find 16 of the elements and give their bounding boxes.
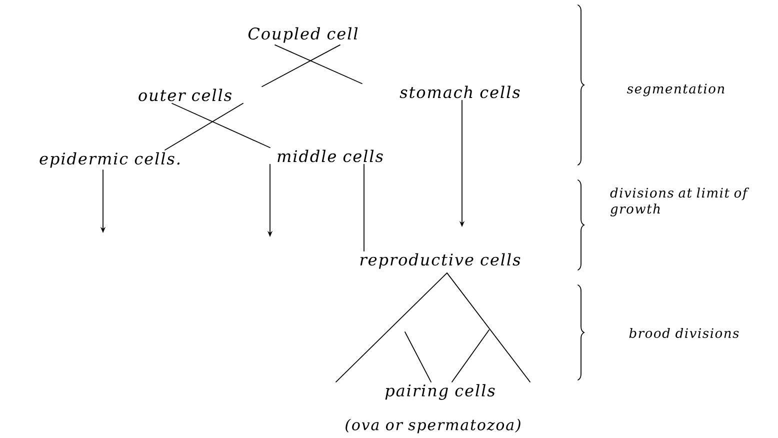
connector-line [274, 44, 362, 84]
cell-label: middle cells [278, 150, 383, 162]
cell-label: epidermic cells. [40, 152, 180, 168]
connector-line [172, 102, 270, 148]
bracket-label: brood divisions [629, 328, 739, 338]
cell-label: pairing cells [385, 384, 495, 400]
cell-label: stomach cells [400, 86, 520, 98]
cell-label: Coupled cell [248, 27, 358, 43]
connector-line [164, 102, 244, 150]
connector-line [262, 44, 340, 88]
cell-label: outer cells [138, 88, 232, 102]
cell-label: reproductive cells [360, 253, 520, 269]
branching-lines [336, 272, 530, 382]
bracket-label: divisions at limit of growth [610, 188, 750, 216]
bracket-label: segmentation [627, 84, 724, 96]
node-caption: (ova or spermatozoa) [346, 418, 520, 434]
